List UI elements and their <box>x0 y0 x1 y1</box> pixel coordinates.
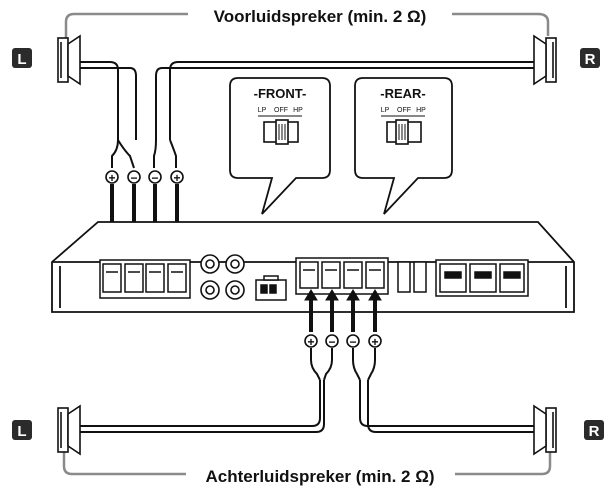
rear-right-speaker-icon <box>533 404 557 456</box>
rear-terminal-block <box>295 257 389 295</box>
front-gray-wire <box>64 12 550 38</box>
rear-left-speaker-icon <box>57 404 81 456</box>
right-channel-badge <box>580 48 600 68</box>
rear-left-badge-text: L <box>17 423 26 440</box>
rear-polarity-markers: + − − + <box>304 334 382 349</box>
rear-pos-off: OFF <box>397 107 411 114</box>
front-pos-off: OFF <box>274 107 288 114</box>
rear-pol-1: + <box>307 335 314 349</box>
front-wire-loops <box>111 139 177 169</box>
rear-gray-wire <box>62 452 552 476</box>
rear-pol-3: − <box>349 335 356 349</box>
rear-right-channel-badge <box>584 420 604 440</box>
rear-speaker-wires <box>80 348 534 433</box>
rca-input-jacks <box>200 254 245 300</box>
power-terminal-block <box>435 259 529 297</box>
rear-switch-title: -REAR- <box>380 86 426 101</box>
front-pos-hp: HP <box>293 107 303 114</box>
right-badge-text: R <box>585 51 596 68</box>
left-channel-badge <box>12 48 32 68</box>
rear-terminal-wires <box>304 289 382 332</box>
front-pol-1: + <box>108 171 115 185</box>
rear-speaker-label: Achterluidspreker (min. 2 Ω) <box>205 467 434 486</box>
rear-pol-4: + <box>371 335 378 349</box>
rear-pos-hp: HP <box>416 107 426 114</box>
front-speaker-wires <box>80 61 534 140</box>
front-speaker-label: Voorluidspreker (min. 2 Ω) <box>214 7 427 26</box>
remote-connector <box>255 275 287 301</box>
front-pol-2: − <box>130 171 137 185</box>
rear-pol-2: − <box>328 335 335 349</box>
front-switch-callout: -FRONT- LP OFF HP <box>229 77 331 215</box>
left-badge-text: L <box>17 51 26 68</box>
front-pol-3: − <box>151 171 158 185</box>
front-polarity-markers: + − − + <box>105 170 184 185</box>
front-left-speaker-icon <box>57 34 81 86</box>
rear-left-channel-badge <box>12 420 32 440</box>
rear-pos-lp: LP <box>381 107 390 114</box>
front-pos-lp: LP <box>258 107 267 114</box>
rear-right-badge-text: R <box>589 423 600 440</box>
rear-switch-callout: -REAR- LP OFF HP <box>354 77 453 215</box>
fuse-slots <box>397 261 427 293</box>
front-switch-title: -FRONT- <box>254 86 307 101</box>
front-terminal-block <box>99 259 191 299</box>
front-pol-4: + <box>173 171 180 185</box>
front-right-speaker-icon <box>533 34 557 86</box>
